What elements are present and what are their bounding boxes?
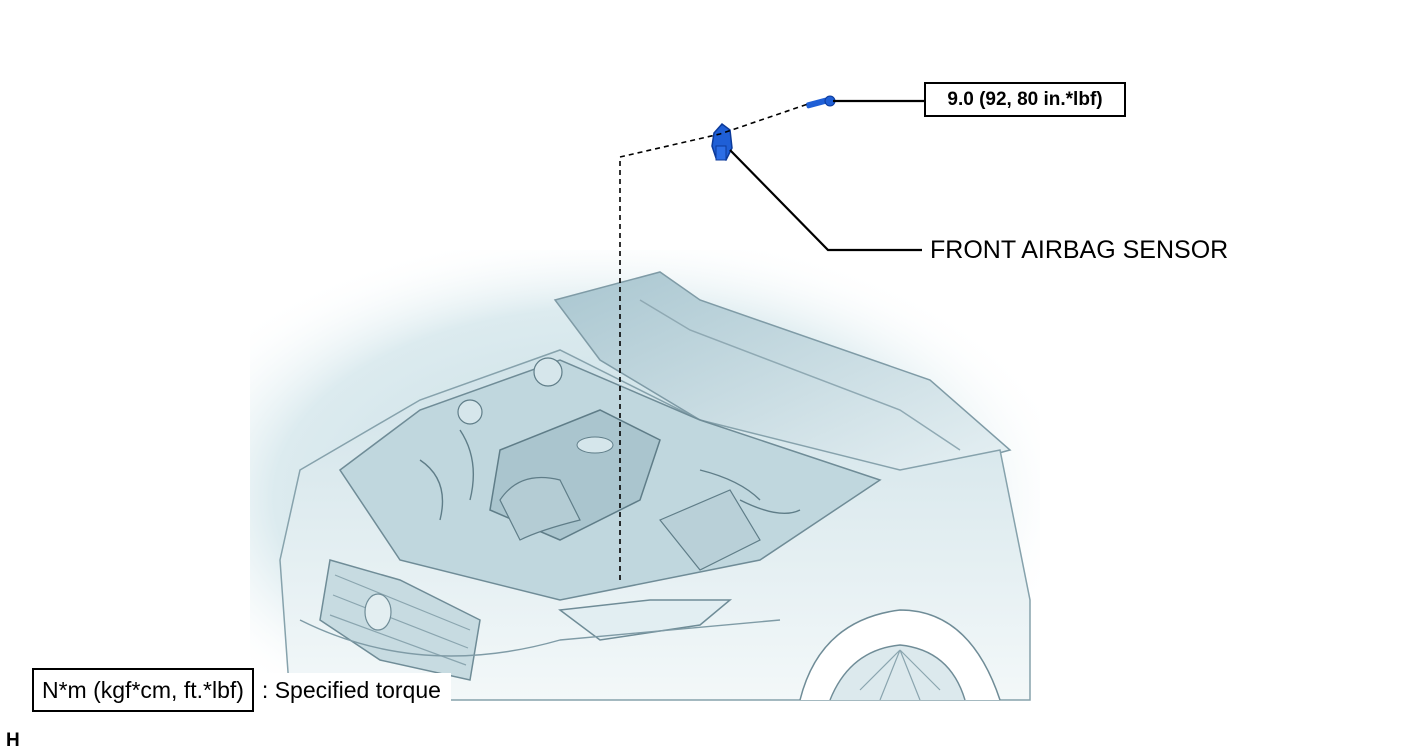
headlight xyxy=(558,599,733,641)
part-leader-line xyxy=(729,149,922,252)
front-grille xyxy=(319,559,481,681)
corner-code: H xyxy=(6,730,20,751)
location-dashed-line xyxy=(619,103,809,580)
torque-legend: N*m (kgf*cm, ft.*lbf) : Specified torque xyxy=(32,668,451,712)
front-airbag-sensor-part xyxy=(711,122,733,161)
part-label-front-airbag-sensor: FRONT AIRBAG SENSOR xyxy=(930,236,1229,264)
legend-description: : Specified torque xyxy=(259,672,451,708)
vehicle-illustration xyxy=(250,250,1040,701)
bolt-part xyxy=(806,95,836,109)
legend-unit-box: N*m (kgf*cm, ft.*lbf) xyxy=(32,668,254,712)
hood xyxy=(553,271,1012,481)
torque-callout: 9.0 (92, 80 in.*lbf) xyxy=(924,82,1126,117)
